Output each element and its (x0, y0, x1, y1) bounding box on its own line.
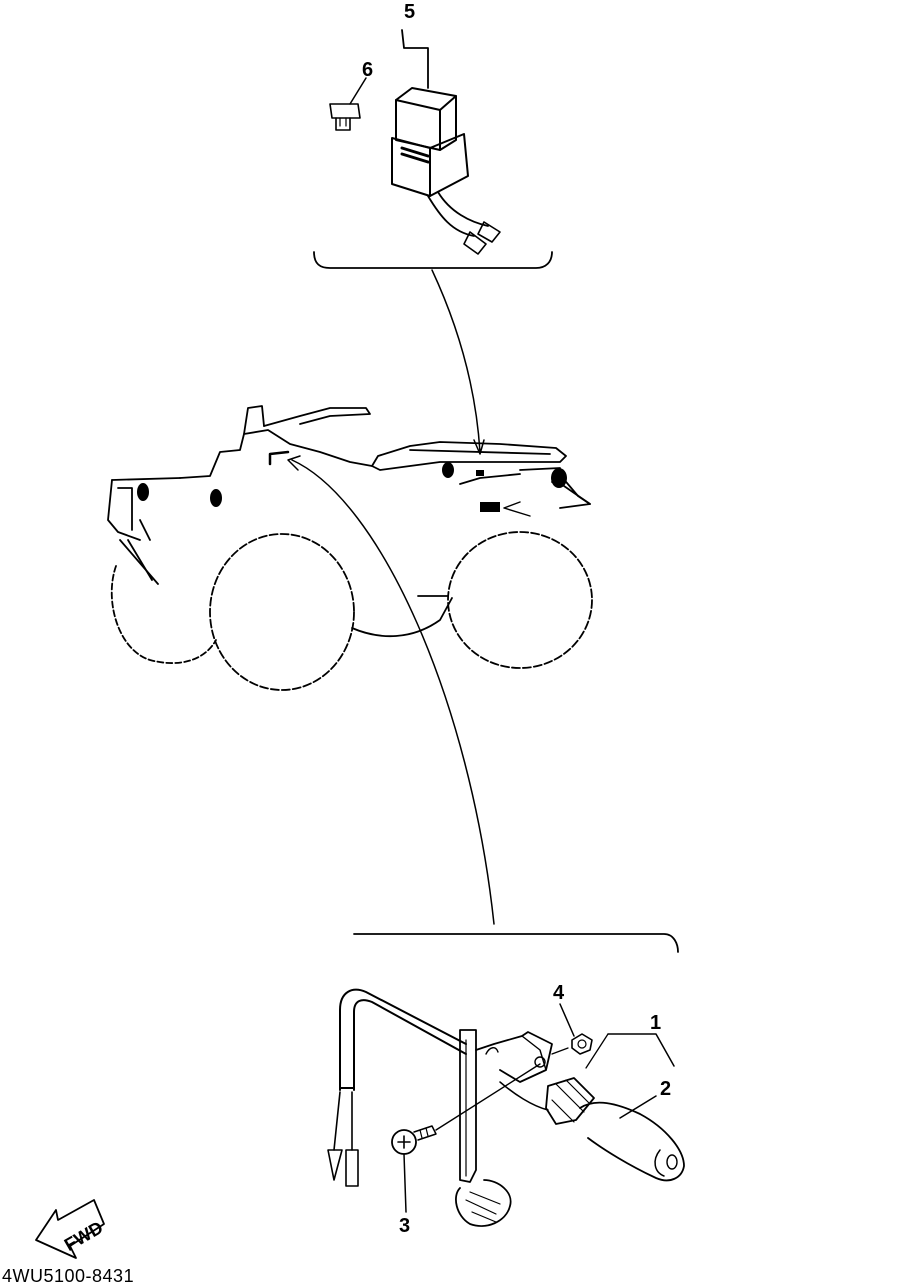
relay-assembly-detail (313, 29, 553, 269)
atv-outline (107, 405, 593, 691)
callout-5: 5 (404, 1, 416, 23)
callout-2: 2 (660, 1078, 672, 1100)
leader-2 (619, 1095, 657, 1119)
fwd-arrow-icon: FWD (35, 1199, 106, 1259)
switch-assembly-detail (327, 933, 685, 1227)
pointer-line-relay (431, 269, 481, 453)
leader-4 (559, 1003, 575, 1037)
document-id: 4WU5100-8431 (2, 1266, 135, 1286)
detail-bracket-top (313, 251, 553, 269)
leader-1 (607, 1033, 675, 1067)
leader-3 (403, 1153, 407, 1213)
cable (339, 988, 467, 1091)
leader-1b (585, 1033, 609, 1069)
callout-4: 4 (553, 982, 565, 1004)
relay-block (391, 87, 501, 255)
pointer-arrowhead-switch (287, 455, 301, 471)
switch-body (499, 1077, 685, 1182)
detail-bracket-bottom (353, 933, 679, 953)
pointer-arrowhead-relay (473, 439, 485, 455)
nut (571, 1033, 593, 1055)
pointer-line-switch (291, 459, 495, 925)
callout-1: 1 (650, 1012, 662, 1034)
callout-3: 3 (399, 1215, 411, 1237)
screw (391, 1125, 437, 1155)
fuse (329, 103, 361, 131)
leader-5 (401, 29, 429, 89)
leader-6 (349, 77, 367, 105)
callout-6: 6 (362, 59, 374, 81)
